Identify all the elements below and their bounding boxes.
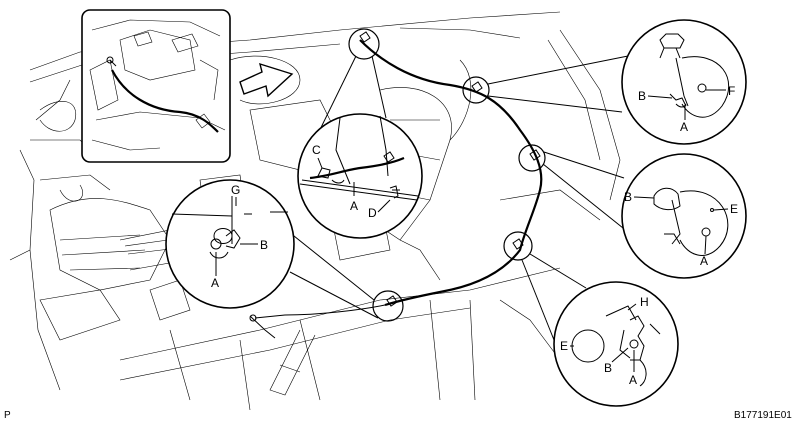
inset-photo-box (81, 9, 231, 163)
label-g: G (231, 183, 240, 197)
label-b-left: B (260, 238, 268, 252)
detail-circle-right-2 (621, 153, 747, 279)
label-a-r3: A (629, 373, 637, 387)
label-d-mid: D (368, 206, 377, 220)
label-h-r3: H (640, 295, 649, 309)
label-f-r1: F (728, 84, 735, 98)
detail-circle-right-1 (621, 19, 747, 145)
label-e-r3: E (560, 339, 568, 353)
direction-arrow (239, 62, 294, 98)
figure-code: B177191E01 (734, 410, 792, 421)
detail-circle-middle (297, 113, 423, 239)
label-c-mid: C (312, 143, 321, 157)
label-a-r1: A (680, 120, 688, 134)
zoom-rings (348, 28, 546, 322)
callout-labels: G B A C A D B F A B E A H E B A (211, 84, 738, 387)
label-a-mid: A (350, 199, 358, 213)
label-a-r2: A (700, 254, 708, 268)
detail-circle-right-3 (553, 281, 679, 407)
label-b-r2: B (624, 190, 632, 204)
label-b-r1: B (638, 89, 646, 103)
detail-circle-left (165, 179, 295, 309)
corner-label-left: P (4, 410, 11, 421)
label-b-r3: B (604, 361, 612, 375)
label-e-r2: E (730, 202, 738, 216)
label-a-left: A (211, 276, 219, 290)
